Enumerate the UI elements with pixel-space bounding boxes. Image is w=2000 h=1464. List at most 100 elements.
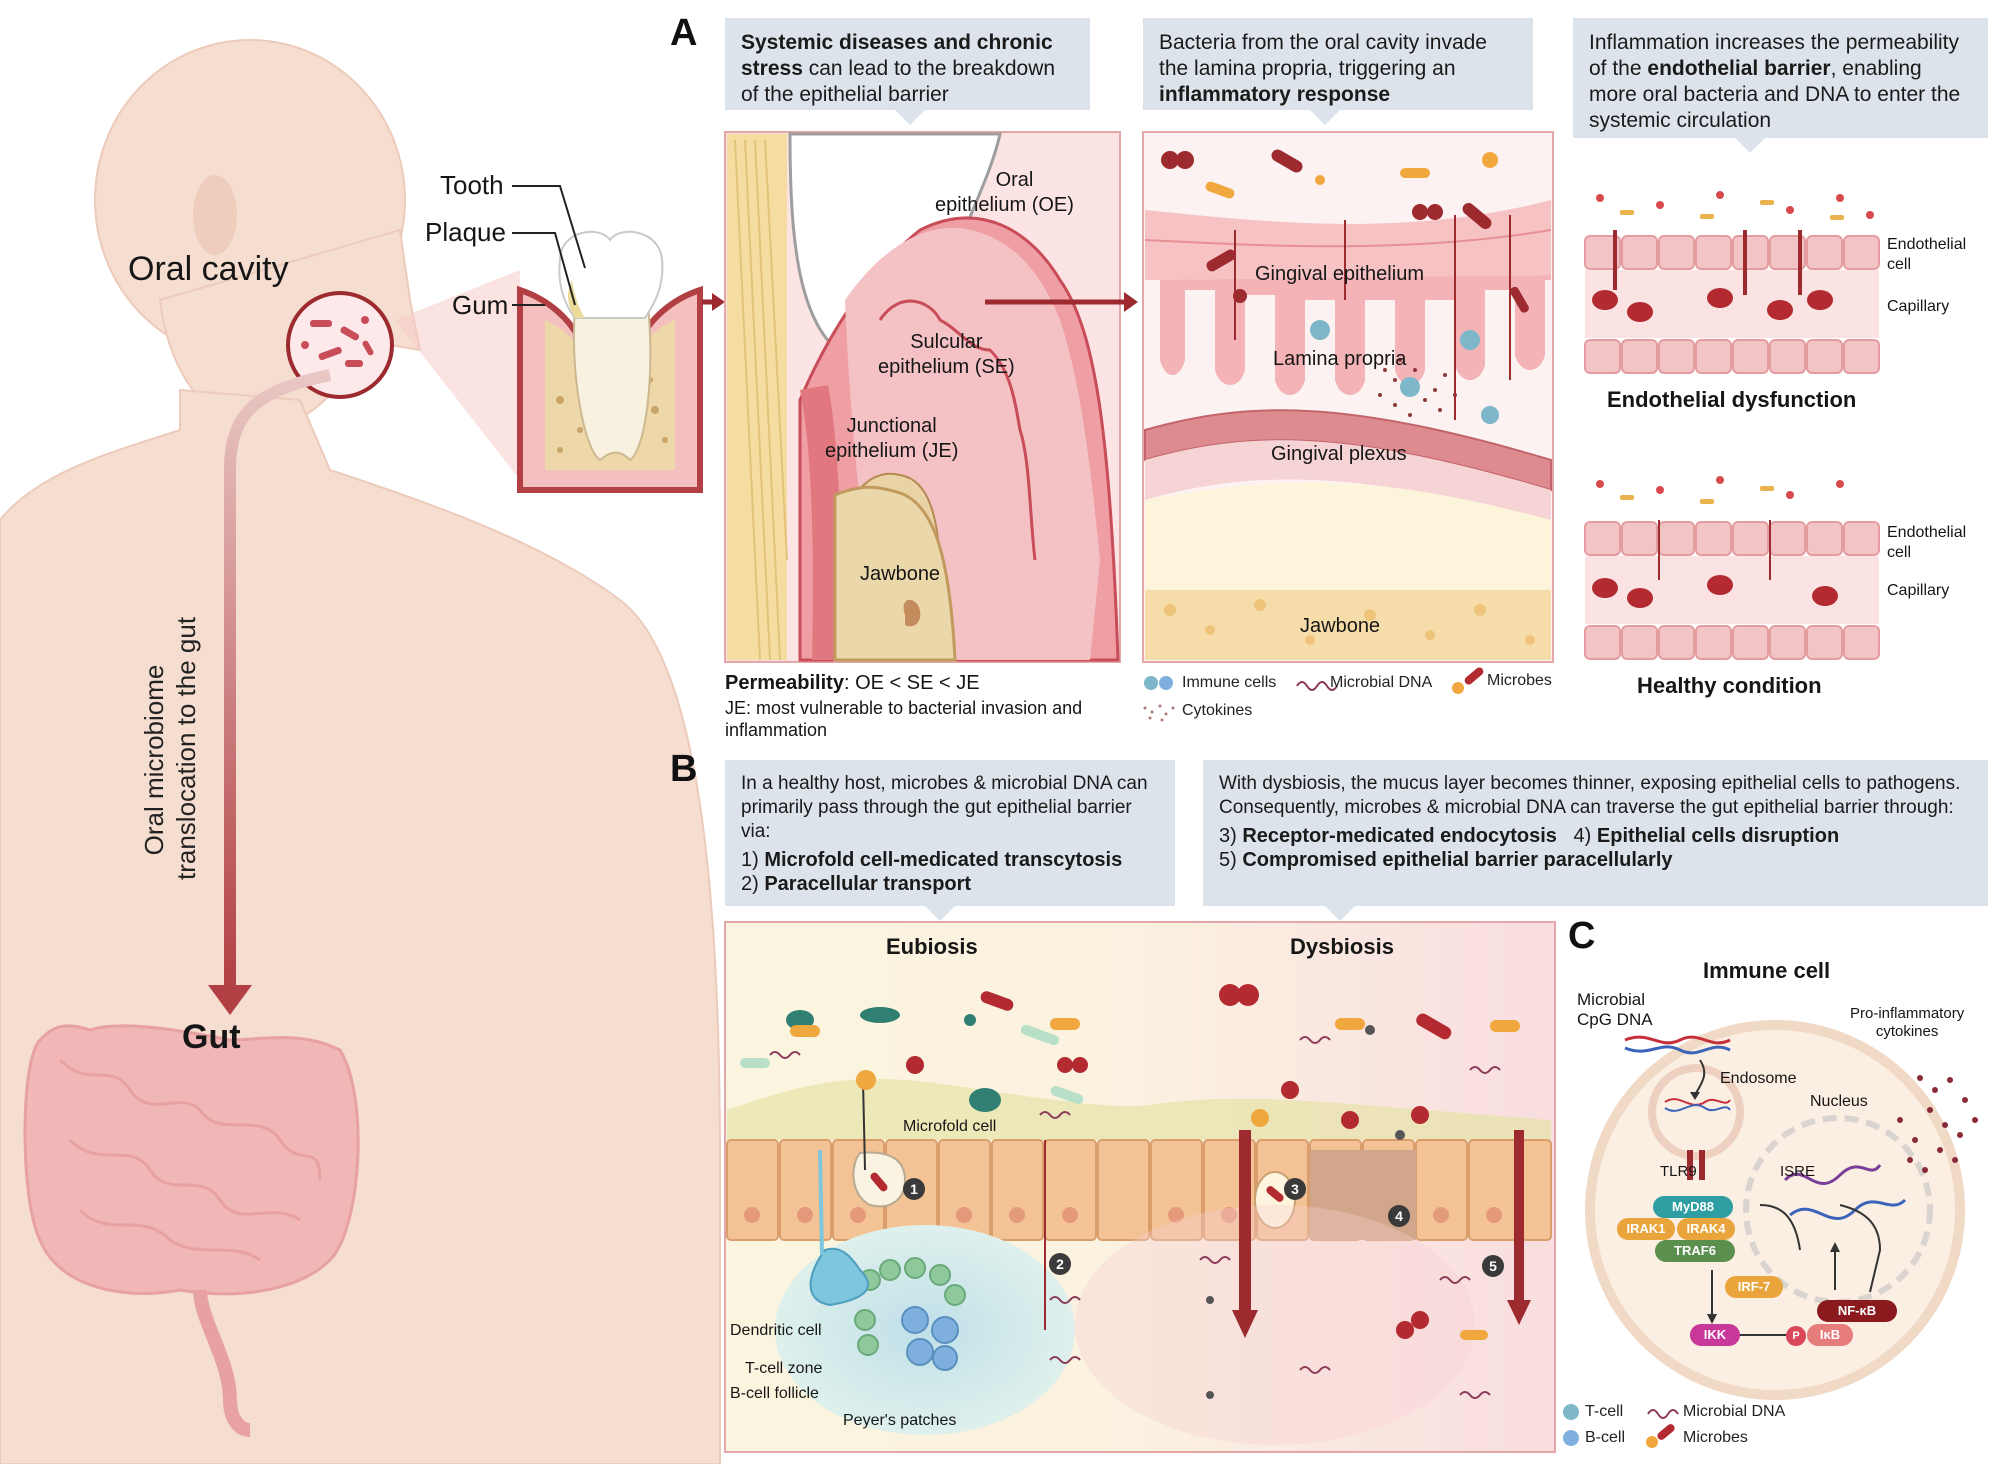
capillary-label-2: Capillary — [1887, 582, 1950, 599]
b-item1: Microfold cell-medicated transcytosis — [764, 849, 1123, 871]
box1-rest: can lead to the breakdown of the epithel… — [741, 57, 1056, 106]
box1-bold-1: Systemic diseases and chronic — [741, 31, 1053, 54]
t-cell-zone-label: T-cell zone — [745, 1360, 823, 1377]
translocation-line2: translocation to the gut — [171, 616, 201, 880]
gum-label: Gum — [452, 290, 509, 320]
cytokines-label: Pro-inflammatory cytokines — [1850, 1005, 1964, 1041]
legend-microbial-dna: Microbial DNA — [1330, 674, 1433, 691]
b-item2: Paracellular transport — [764, 873, 972, 895]
nucleus-label: Nucleus — [1810, 1093, 1868, 1110]
b-box2-item5: 5) Compromised epithelial barrier parace… — [1219, 848, 1972, 872]
panel-a-box-1: Systemic diseases and chronic stress can… — [725, 18, 1090, 110]
zoom-cone — [395, 270, 520, 480]
je-line2: epithelium (JE) — [825, 440, 959, 462]
traf6-node: TRAF6 — [1655, 1240, 1735, 1262]
legend-icons-A — [1143, 667, 1484, 722]
step-2-badge: 2 — [1049, 1253, 1071, 1275]
tooth-label: Tooth — [440, 170, 504, 200]
box3-bold: endothelial barrier — [1647, 57, 1831, 80]
endosome-label: Endosome — [1720, 1070, 1797, 1087]
permeability-label: Permeability — [725, 672, 844, 694]
b-box1-intro: In a healthy host, microbes & microbial … — [741, 773, 1148, 842]
cytokines-line2: cytokines — [1875, 1023, 1939, 1040]
tooth-cross-section-icon — [517, 230, 703, 493]
b-item5: Compromised epithelial barrier paracellu… — [1242, 849, 1673, 871]
cpg-line2: CpG DNA — [1577, 1010, 1653, 1029]
capillary-label: Capillary — [1887, 298, 1950, 315]
tlr9-label: TLR9 — [1660, 1163, 1697, 1180]
endothelial-cell-label: Endothelial cell — [1887, 235, 1966, 275]
legend-c-microbes: Microbes — [1683, 1429, 1748, 1446]
panel-a-box-2: Bacteria from the oral cavity invade the… — [1143, 18, 1533, 110]
panel-b-box-2: With dysbiosis, the mucus layer becomes … — [1203, 760, 1988, 906]
permeability-value: : OE < SE < JE — [843, 672, 980, 694]
endo-cell2-line2: cell — [1887, 544, 1912, 561]
permeability-text: Permeability: OE < SE < JE — [725, 672, 980, 695]
cpg-line1: Microbial — [1577, 990, 1646, 1009]
lamina-propria-label: Lamina propria — [1273, 348, 1407, 370]
myd88-node: MyD88 — [1653, 1196, 1733, 1218]
b-box1-item2: 2) Paracellular transport — [741, 872, 1159, 896]
b-box2-items-34: 3) Receptor-medicated endocytosis 4) Epi… — [1219, 824, 1972, 848]
jawbone-label-tissue: Jawbone — [1300, 615, 1381, 637]
translocation-label: Oral microbiome translocation to the gut — [138, 616, 202, 880]
mouth-bubble-icon — [286, 291, 394, 399]
b-item2-num: 2) — [741, 873, 765, 895]
b-item3-num: 3) — [1219, 825, 1243, 847]
healthy-condition-title: Healthy condition — [1637, 673, 1822, 698]
ear — [193, 175, 237, 255]
microfold-cell-label: Microfold cell — [903, 1118, 997, 1135]
legend-immune-cells: Immune cells — [1182, 674, 1277, 691]
phospho-node: P — [1786, 1326, 1806, 1346]
endo-cell-line2: cell — [1887, 256, 1912, 273]
b-item5-num: 5) — [1219, 849, 1243, 871]
oe-line2: epithelium (OE) — [935, 194, 1074, 216]
endothelium-dysfunction-illustration — [1584, 191, 1880, 374]
b-cell-follicle-label: B-cell follicle — [730, 1385, 819, 1402]
step-4-badge: 4 — [1388, 1205, 1410, 1227]
legend-tcell: T-cell — [1585, 1403, 1624, 1420]
irf7-node: IRF-7 — [1725, 1276, 1783, 1298]
b-item3: Receptor-medicated endocytosis — [1242, 825, 1557, 847]
oe-line1: Oral — [995, 169, 1034, 191]
endo-cell2-line1: Endothelial — [1887, 524, 1967, 541]
gingival-epithelium-label: Gingival epithelium — [1255, 263, 1424, 285]
irak4-node: IRAK4 — [1677, 1218, 1735, 1240]
je-label: Junctional epithelium (JE) — [825, 414, 958, 464]
b-item4: Epithelial cells disruption — [1596, 825, 1840, 847]
plaque-label: Plaque — [425, 217, 506, 247]
oe-label: Oral epithelium (OE) — [935, 168, 1074, 218]
b-item4-num: 4) — [1573, 825, 1597, 847]
b-box1-item1: 1) Microfold cell-medicated transcytosis — [741, 848, 1159, 872]
isre-label: ISRE — [1780, 1163, 1816, 1180]
ikk-node: IKK — [1690, 1324, 1740, 1346]
translocation-line1: Oral microbiome — [139, 664, 169, 856]
box3-post: , enabling more oral bacteria and DNA to… — [1589, 57, 1961, 132]
endothelial-cell-label-2: Endothelial cell — [1887, 523, 1966, 563]
box2-text: Bacteria from the oral cavity invade the… — [1159, 31, 1487, 80]
gut-barrier-illustration — [724, 921, 1556, 1453]
se-label: Sulcular epithelium (SE) — [878, 330, 1015, 380]
box2-bold: inflammatory response — [1159, 83, 1391, 106]
gingival-tissue-illustration — [1142, 131, 1554, 663]
jawbone-label-gum: Jawbone — [860, 563, 941, 585]
dysbiosis-label: Dysbiosis — [1290, 934, 1394, 959]
step-1-badge: 1 — [903, 1178, 925, 1200]
endo-cell-line1: Endothelial — [1887, 236, 1967, 253]
legend-microbes: Microbes — [1487, 672, 1552, 689]
panel-c-letter: C — [1568, 915, 1596, 957]
box3-text: Inflammation increases the permeability … — [1589, 31, 1960, 80]
endothelial-dysfunction-title: Endothelial dysfunction — [1607, 387, 1857, 412]
box1-bold-2: stress — [741, 57, 803, 80]
nfkb-node: NF-κB — [1817, 1300, 1897, 1322]
b-item1-num: 1) — [741, 849, 765, 871]
legend-c-dna: Microbial DNA — [1683, 1403, 1786, 1420]
cytokines-line1: Pro-inflammatory — [1850, 1005, 1965, 1022]
ikb-node: IκB — [1807, 1324, 1853, 1346]
gum-detail-illustration — [724, 131, 1121, 663]
b-box2-intro: With dysbiosis, the mucus layer becomes … — [1219, 773, 1961, 818]
intestine-icon — [23, 1024, 360, 1437]
se-line2: epithelium (SE) — [878, 356, 1015, 378]
je-line1: Junctional — [846, 415, 937, 437]
immune-cell-title: Immune cell — [1703, 958, 1831, 983]
